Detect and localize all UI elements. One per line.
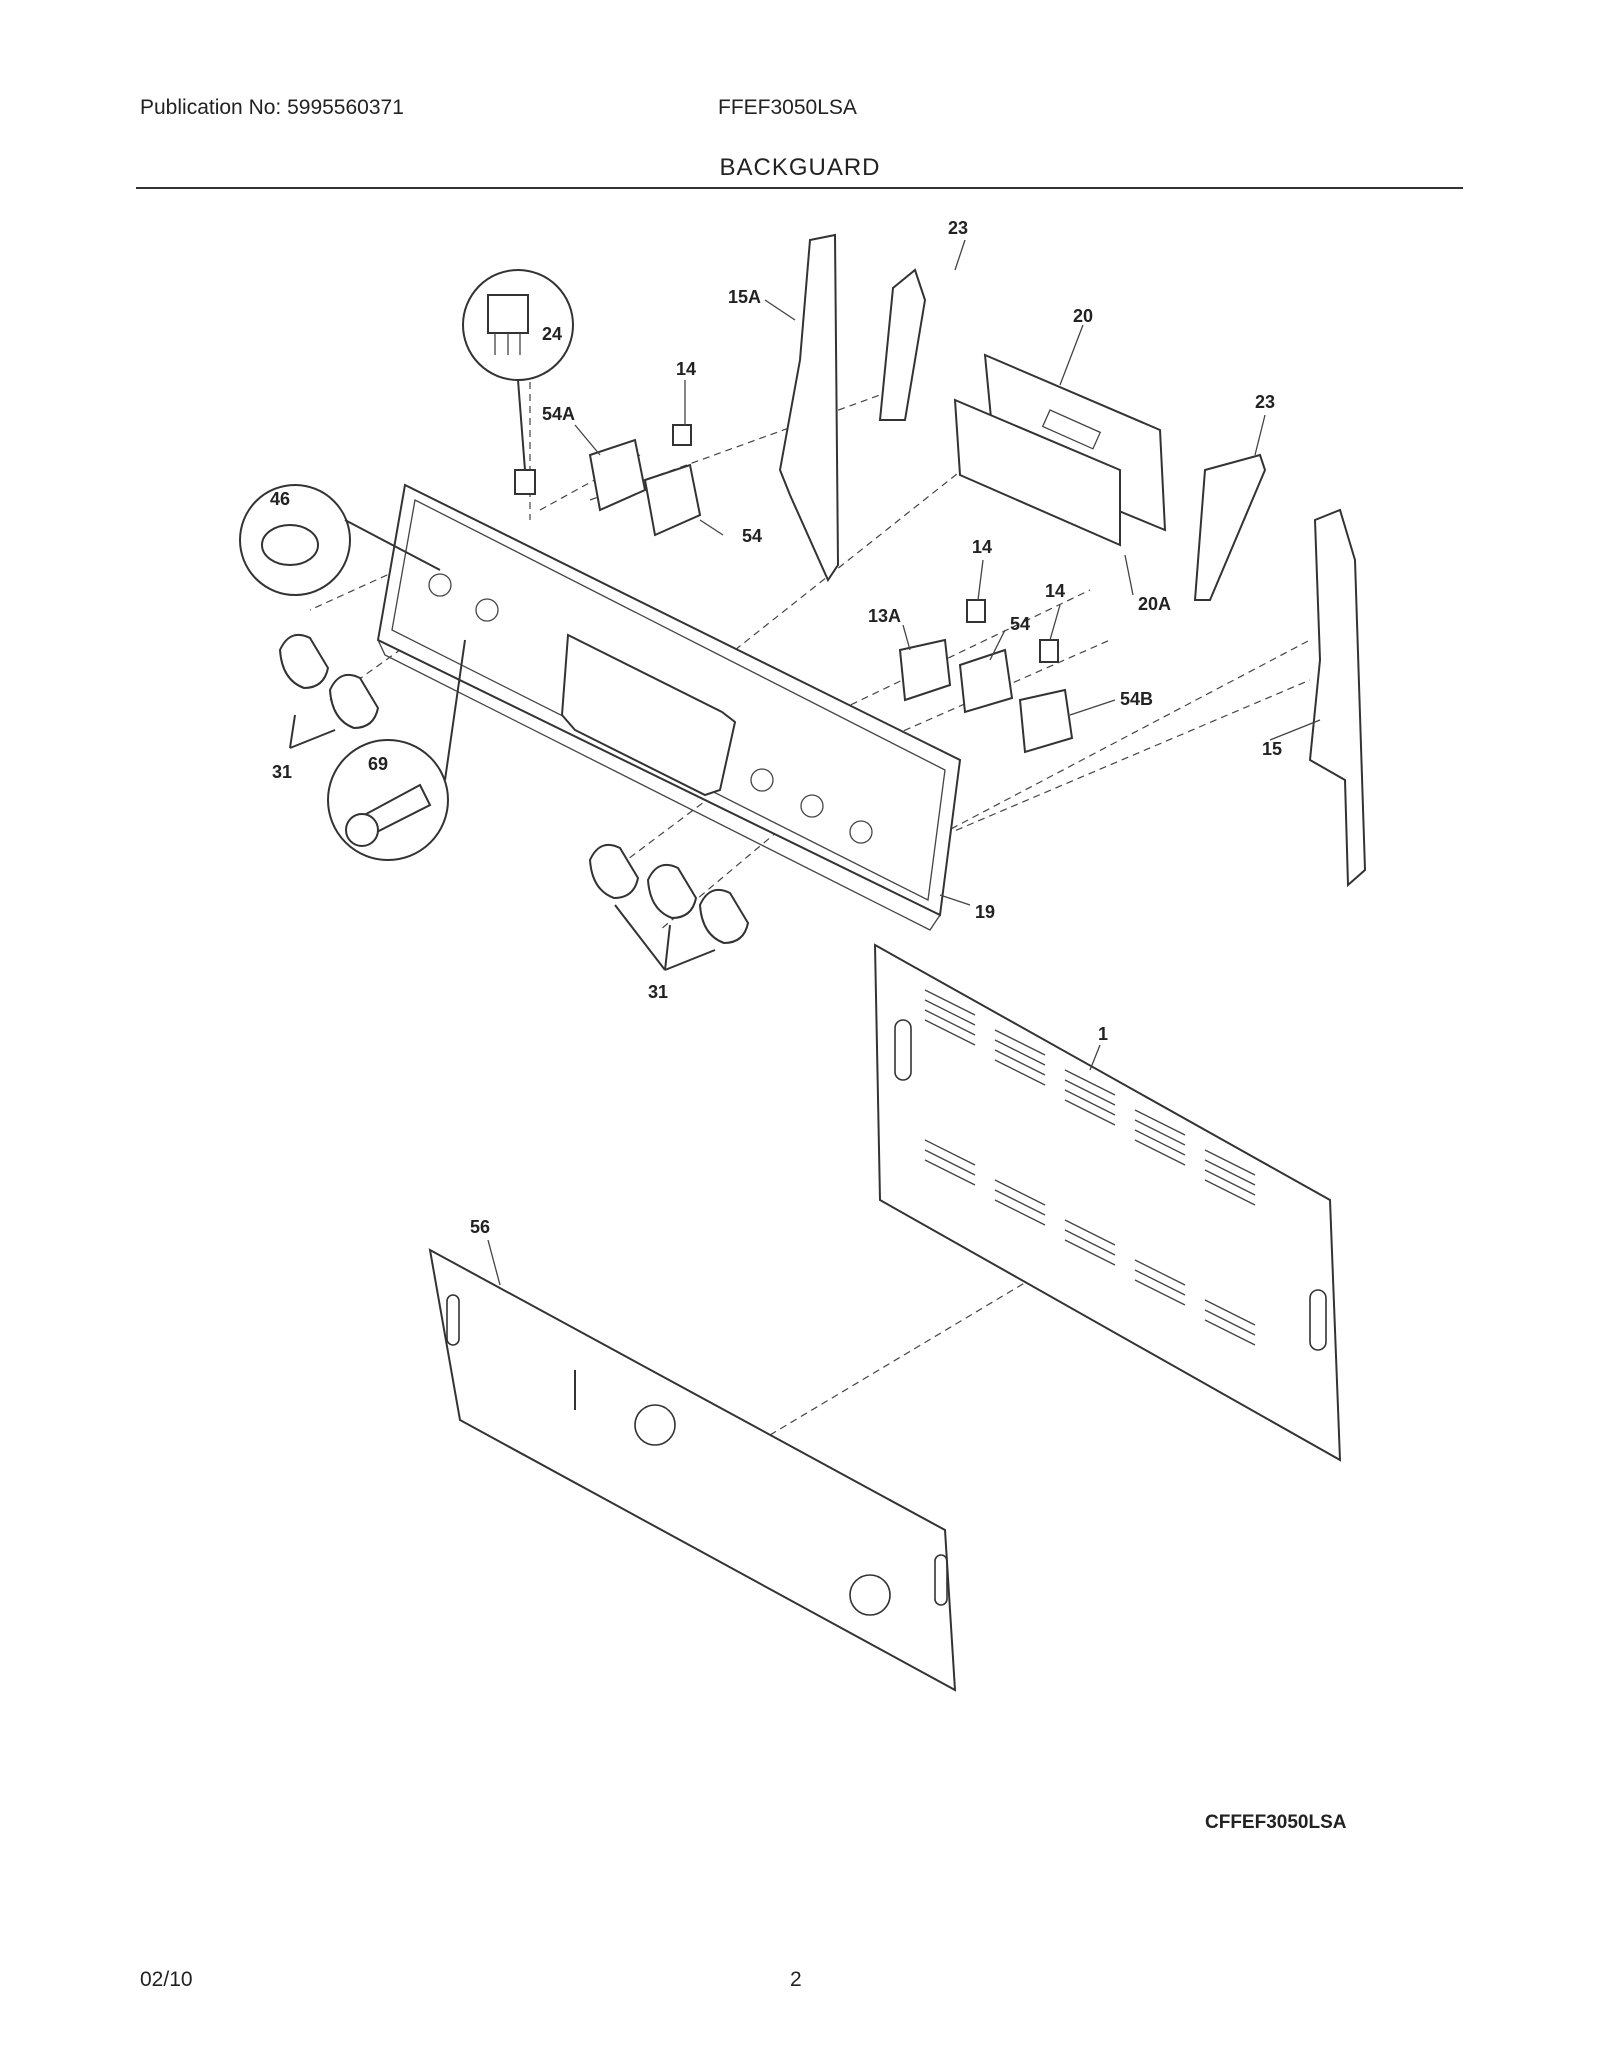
footer-date: 02/10 (140, 1968, 193, 1991)
callout-54a: 54A (542, 404, 575, 424)
callout-31: 31 (272, 762, 292, 782)
callout-24: 24 (542, 324, 562, 344)
callout-19: 19 (975, 902, 995, 922)
section-title: BACKGUARD (719, 154, 881, 181)
backguard-panel (376, 483, 962, 931)
callout-15: 15 (1262, 739, 1282, 759)
callout-20: 20 (1073, 306, 1093, 326)
callout-54: 54 (1010, 614, 1030, 634)
callout-14: 14 (676, 359, 696, 379)
leader-lines (487, 239, 1321, 1286)
control-board (953, 353, 1167, 547)
callout-54: 54 (742, 526, 762, 546)
lower-panel (428, 1248, 957, 1692)
publication-number: Publication No: 5995560371 (140, 96, 404, 119)
callout-23: 23 (948, 218, 968, 238)
page-number: 2 (790, 1968, 802, 1991)
drawing-code: CFFEF3050LSA (1205, 1812, 1347, 1833)
callout-54b: 54B (1120, 689, 1153, 709)
callout-1: 1 (1098, 1024, 1108, 1044)
model-number: FFEF3050LSA (718, 96, 857, 119)
callout-20a: 20A (1138, 594, 1171, 614)
rear-panel (873, 943, 1342, 1462)
callout-23: 23 (1255, 392, 1275, 412)
callout-69: 69 (368, 754, 388, 774)
callout-13a: 13A (868, 606, 901, 626)
callout-14: 14 (972, 537, 992, 557)
control-knobs (278, 634, 750, 971)
callout-15a: 15A (728, 287, 761, 307)
detail-bubbles (239, 269, 574, 861)
callout-56: 56 (470, 1217, 490, 1237)
callout-31: 31 (648, 982, 668, 1002)
infinite-switches (588, 424, 1074, 754)
header-rule (136, 187, 1463, 189)
side-brackets (778, 233, 1367, 888)
callout-14: 14 (1045, 581, 1065, 601)
callout-labels: 23 15A 20 24 14 54A 23 46 54 14 20A 13A … (270, 218, 1282, 1237)
callout-46: 46 (270, 489, 290, 509)
